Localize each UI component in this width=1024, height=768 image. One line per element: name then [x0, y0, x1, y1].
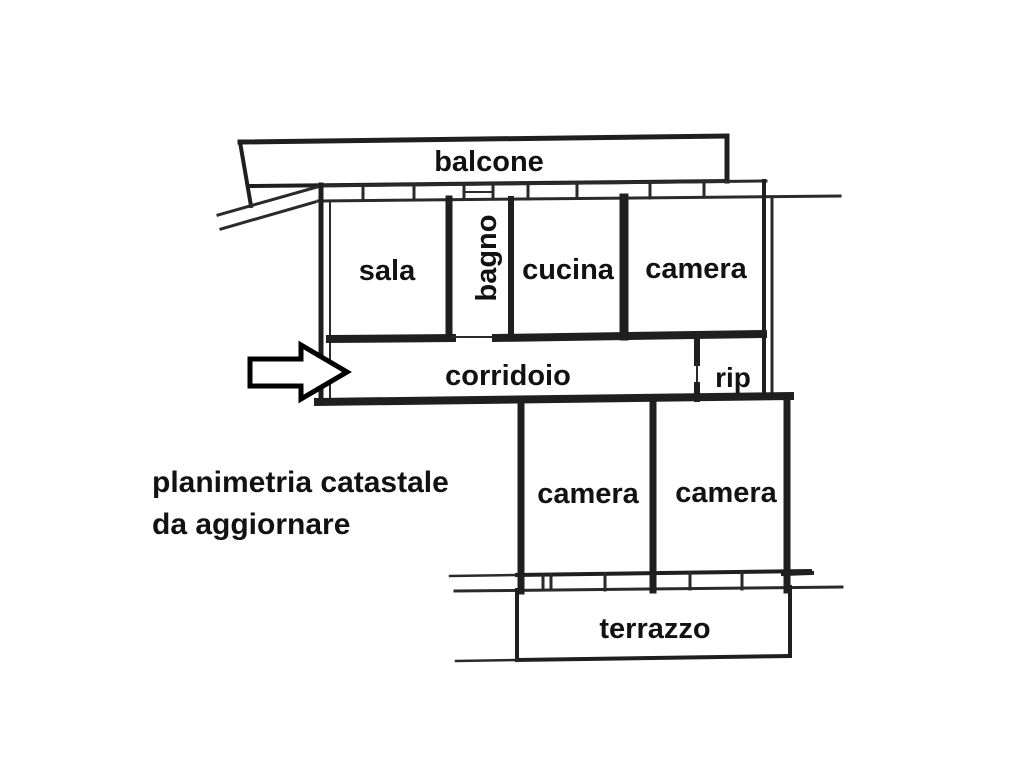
exterior-diagonal-walls [216, 185, 319, 231]
terrace-outline: terrazzo [454, 585, 793, 663]
balcony-left-wall [237, 139, 254, 209]
annotation-line-2: da aggiornare [152, 508, 350, 541]
room-label-camera-top: camera [645, 253, 747, 285]
top-room-walls: sala bagno cucina camera [325, 193, 768, 344]
window-band-upper-line [514, 568, 813, 578]
annotation-line-1: planimetria catastale [152, 466, 449, 499]
band-left-extension [448, 573, 519, 578]
top-window-band [316, 179, 842, 203]
diagonal-wall-line [216, 185, 319, 217]
room-label-camera-bottom-right: camera [675, 477, 777, 509]
balcony-top-wall [237, 133, 730, 145]
room-label-camera-bottom-left: camera [537, 478, 639, 510]
room-label-corridoio: corridoio [445, 360, 571, 392]
room-label-rip: rip [715, 362, 751, 393]
terrace-bottom-wall [514, 653, 793, 663]
window-band-upper-line [316, 179, 768, 188]
highlight-arrow-icon [247, 340, 352, 404]
diagonal-wall-line [219, 200, 317, 231]
room-label-bagno: bagno [471, 215, 503, 302]
corridor-walls: corridoio rip [313, 338, 795, 407]
balcony-outline: balcone [237, 133, 730, 209]
window-band-lower-line [316, 194, 842, 203]
corridor-bottom-wall [313, 391, 795, 407]
room-label-terrazzo: terrazzo [599, 613, 710, 645]
room-label-cucina: cucina [522, 254, 615, 286]
annotation-note: planimetria catastale da aggiornare [152, 466, 449, 541]
corridor-top-wall-left [325, 333, 457, 344]
room-label-sala: sala [359, 255, 416, 287]
lower-room-walls: camera camera [517, 398, 791, 579]
corridor-top-wall-right [491, 329, 768, 343]
room-label-balcone: balcone [434, 146, 544, 178]
bottom-window-band [448, 566, 844, 595]
terrace-bottom-extension [454, 658, 519, 663]
right-short-wall [780, 570, 815, 577]
